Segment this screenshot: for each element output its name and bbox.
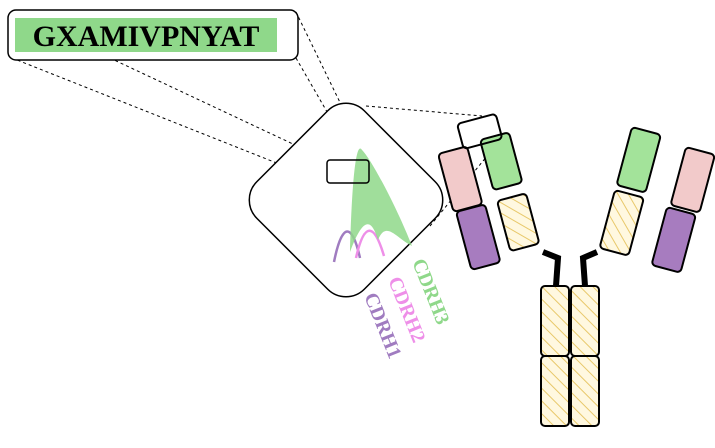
fc-right-lower [570, 355, 600, 427]
left-light-constant [455, 204, 501, 271]
left-heavy-constant [496, 193, 540, 252]
binding-site-box [456, 113, 503, 150]
sequence-callout: GXAMIVPNYAT [7, 9, 299, 61]
left-light-variable [437, 146, 483, 213]
sequence-highlight [15, 18, 277, 52]
sequence-text: GXAMIVPNYAT [33, 20, 260, 53]
antibody [437, 113, 715, 427]
hinge-left [541, 249, 562, 287]
cdrh3-loop [350, 148, 412, 252]
cdrh2-loop [354, 229, 386, 259]
right-light-constant [651, 206, 697, 273]
right-light-variable [670, 146, 715, 213]
zoom-panel [248, 102, 444, 298]
fc-left-lower [540, 355, 570, 427]
fc-right-upper [570, 285, 600, 357]
zoom-selection-box [326, 159, 370, 184]
fc-left-upper [540, 285, 570, 357]
left-heavy-variable [479, 132, 523, 191]
hinge-right [579, 249, 599, 287]
right-heavy-constant [599, 189, 645, 256]
right-heavy-variable [616, 126, 662, 193]
